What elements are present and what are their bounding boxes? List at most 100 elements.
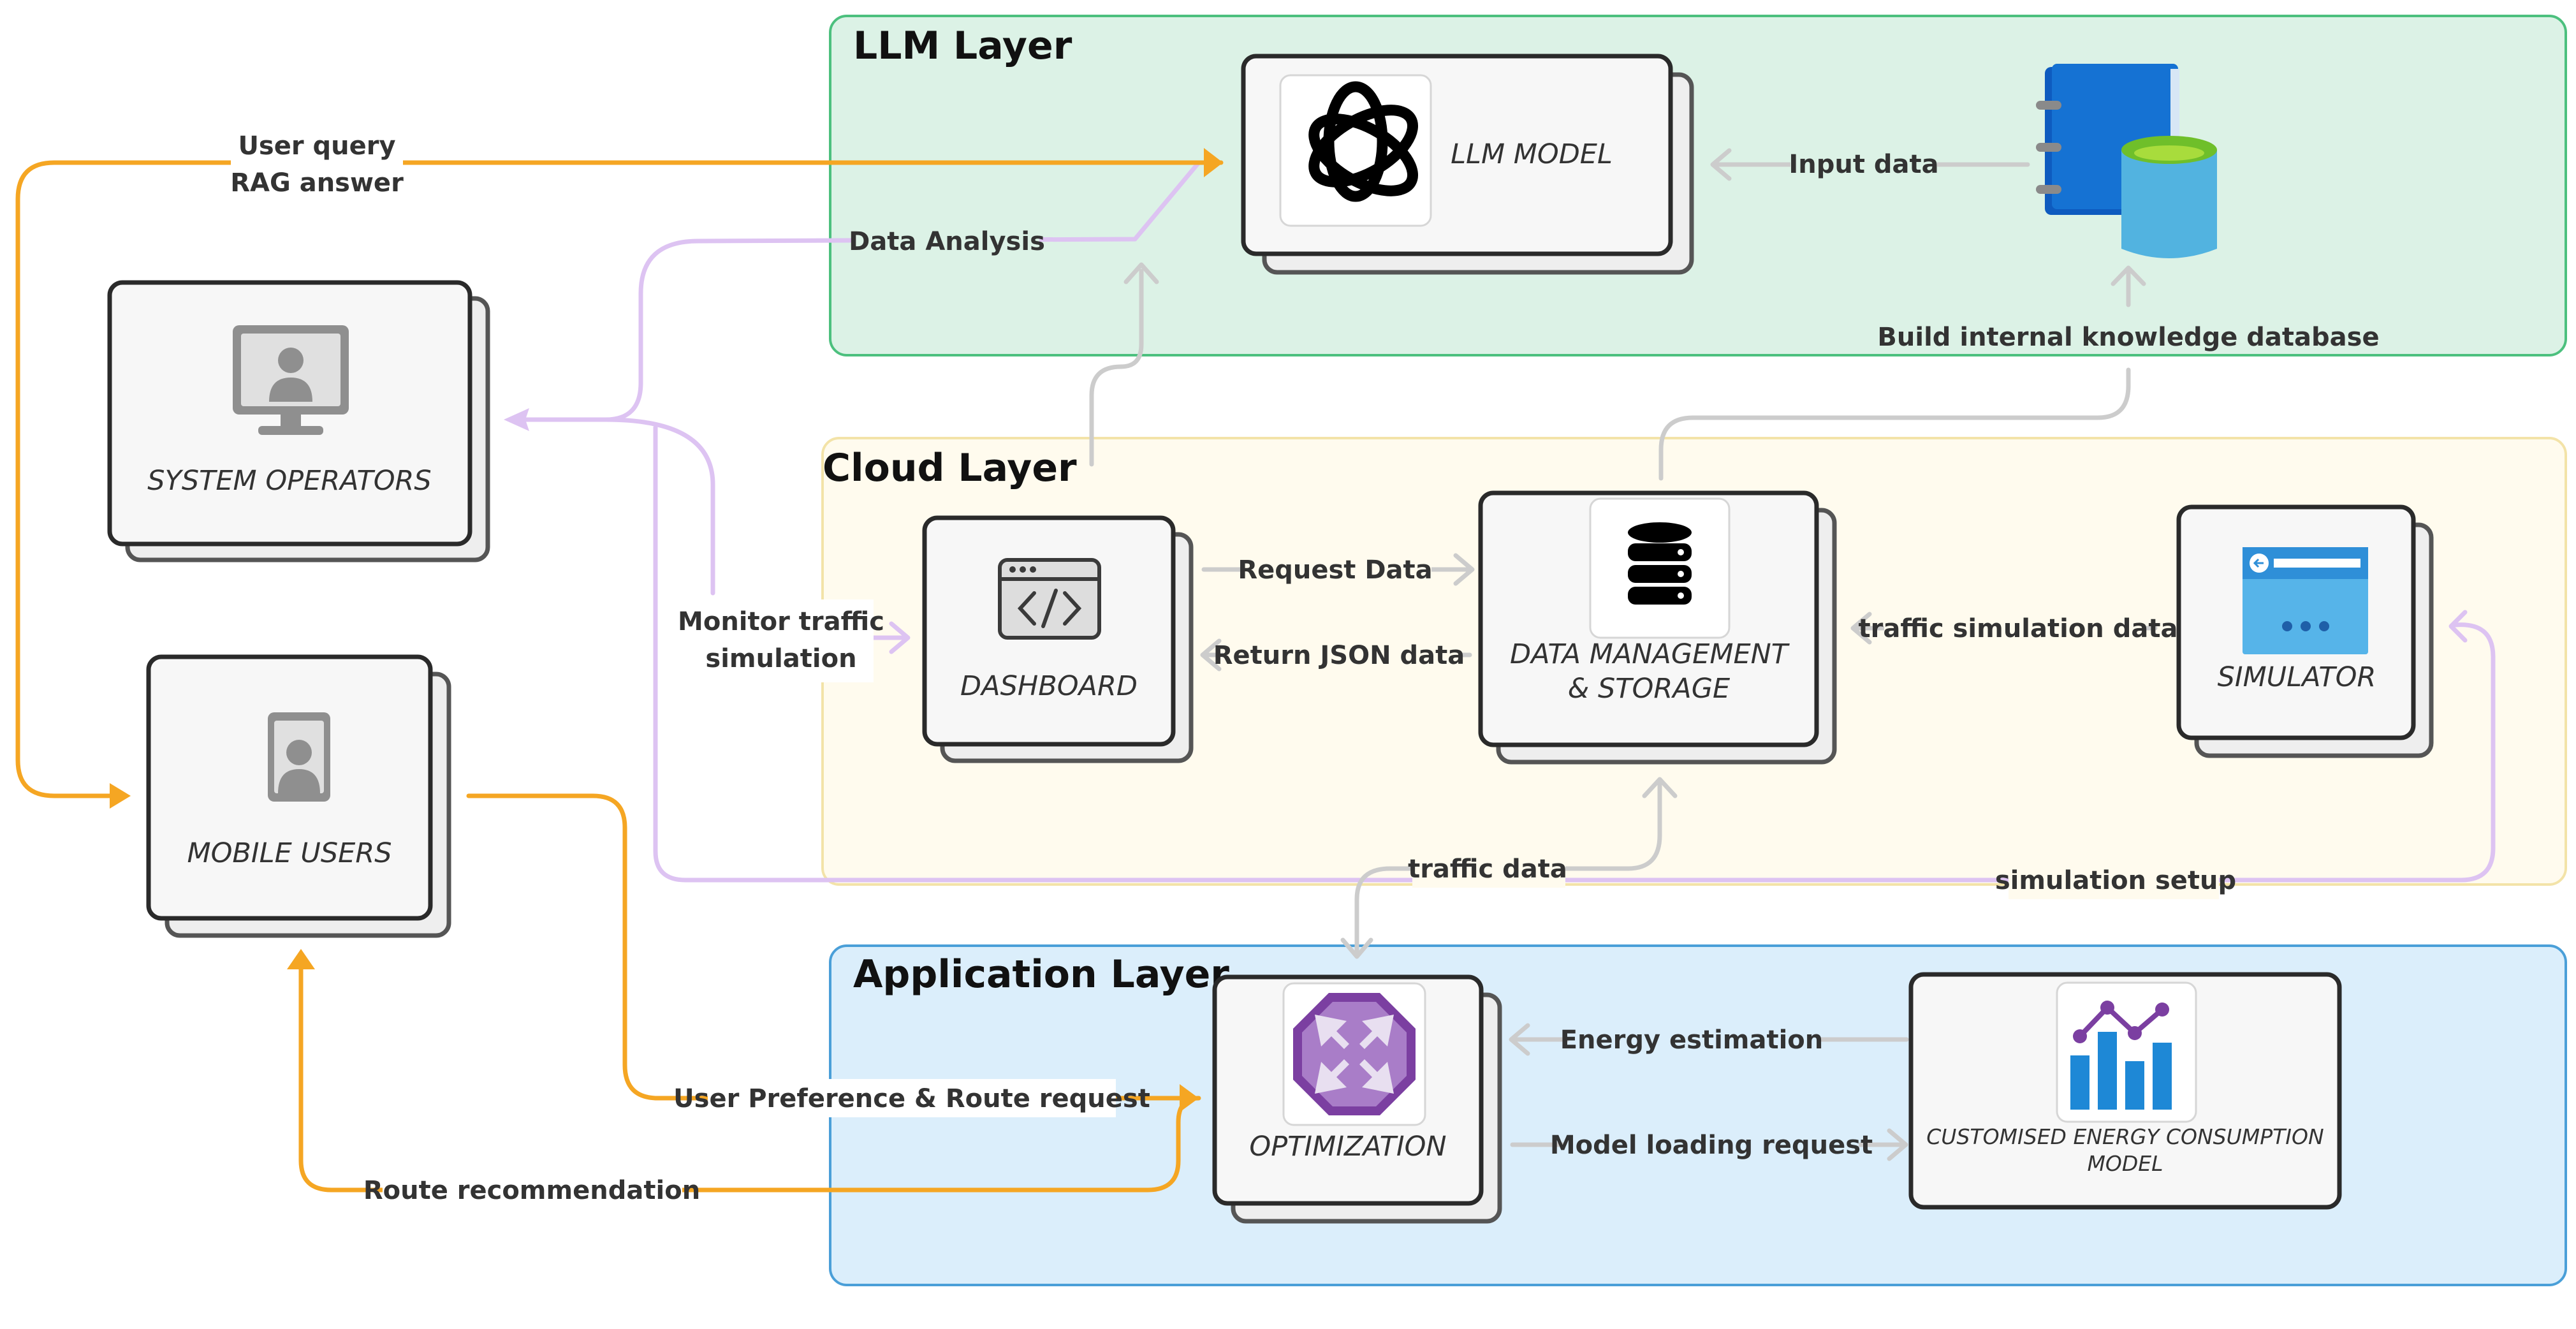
mobile-user-icon <box>268 712 330 802</box>
llm-model-label: LLM MODEL <box>1451 138 1613 170</box>
mobile-users-arrowhead <box>110 783 131 809</box>
simulator-arrowhead <box>2448 610 2468 643</box>
simulation-setup-label-bg <box>2009 861 2219 899</box>
energy-model-node[interactable]: CUSTOMISED ENERGY CONSUMPTION MODEL <box>1908 972 2342 1210</box>
cloud-layer-title: Cloud Layer <box>823 446 1077 490</box>
request-data-label-bg <box>1240 550 1431 589</box>
traffic-data-up-arrowhead <box>1642 777 1678 798</box>
energy-estimation-arrowhead <box>1509 1023 1530 1056</box>
monitor-base <box>258 426 323 435</box>
model-loading-arrowhead <box>1887 1128 1908 1161</box>
input-data-label-bg <box>1790 145 1937 184</box>
monitor-user-head <box>278 348 304 373</box>
energy-model-label-line1: CUSTOMISED ENERGY CONSUMPTION <box>1926 1124 2324 1149</box>
chart-bar-3 <box>2125 1061 2144 1110</box>
code-window-dot-1 <box>1009 566 1016 573</box>
user-query-label-bg <box>231 124 403 201</box>
route-recommendation-label-bg <box>383 1171 682 1209</box>
monitor-traffic-flow <box>603 417 715 596</box>
chart-point-3 <box>2128 1026 2142 1040</box>
build-knowledge-label: Build internal knowledge database <box>1877 323 2379 352</box>
llm-model-node[interactable]: LLM MODEL <box>1241 54 1694 275</box>
knowledge-arrowhead <box>2111 265 2146 286</box>
traffic-data-flow <box>1354 781 1662 954</box>
database-led-3 <box>1678 592 1684 599</box>
traffic-simulation-data-label-bg <box>1884 609 2146 647</box>
traffic-data-label: traffic data <box>1408 855 1567 884</box>
simulation-setup-flow <box>653 425 2496 883</box>
dashboard-label: DASHBOARD <box>960 670 1138 702</box>
request-data-label: Request Data <box>1238 555 1432 585</box>
data-management-node[interactable]: DATA MANAGEMENT & STORAGE <box>1478 490 1837 765</box>
code-window-brackets <box>1017 589 1082 628</box>
cylinder-body <box>2121 150 2217 258</box>
system-operators-arrowhead <box>504 408 529 431</box>
chart-point-1 <box>2073 1029 2087 1043</box>
code-window-icon <box>998 558 1101 640</box>
app-window-back-arrow <box>2253 558 2264 568</box>
data-management-label-line2: & STORAGE <box>1568 673 1731 705</box>
octagon-arrows-icon <box>1293 993 1416 1115</box>
monitor-traffic-label-line2: simulation <box>705 644 856 673</box>
dashboard-to-llm-flow <box>1089 268 1144 467</box>
user-preference-flow <box>466 793 1194 1101</box>
app-window-dot-3 <box>2319 621 2329 631</box>
llm-model-icon-tile <box>1279 74 1432 227</box>
mobile-users-node[interactable]: MOBILE USERS <box>146 654 451 938</box>
input-data-arrowhead <box>1710 148 1732 181</box>
bar-line-chart-icon <box>2070 1001 2172 1110</box>
energy-estimation-label: Energy estimation <box>1560 1025 1824 1055</box>
database-disk-2 <box>1628 565 1692 583</box>
user-query-label: User query <box>238 131 395 161</box>
octagon-arrows <box>1315 1015 1394 1094</box>
monitor-traffic-label-bg <box>689 599 874 682</box>
phone-user-body <box>278 769 320 793</box>
code-window-dot-2 <box>1020 566 1026 573</box>
chart-point-4 <box>2155 1002 2169 1017</box>
data-management-label-line1: DATA MANAGEMENT <box>1510 638 1790 670</box>
code-window-dot-3 <box>1030 566 1036 573</box>
simulator-node[interactable]: SIMULATOR <box>2176 504 2434 758</box>
llm-input-arrowhead <box>1204 148 1223 177</box>
return-json-label: Return JSON data <box>1213 641 1465 670</box>
system-operators-label: SYSTEM OPERATORS <box>147 465 431 497</box>
book-ring-1 <box>2036 101 2061 110</box>
user-preference-label: User Preference & Route request <box>673 1084 1150 1113</box>
input-data-label: Input data <box>1789 150 1938 179</box>
energy-estimation-label-bg <box>1569 1020 1817 1059</box>
simulator-label: SIMULATOR <box>2218 661 2376 693</box>
monitor-user-icon <box>233 325 349 435</box>
llm-layer-panel <box>829 15 2567 356</box>
system-operators-node[interactable]: SYSTEM OPERATORS <box>107 280 490 562</box>
return-json-label-bg <box>1223 636 1459 674</box>
monitor-arrowhead <box>889 621 911 654</box>
llm-layer: LLM Layer <box>829 15 2567 356</box>
user-query-flow <box>15 160 1224 798</box>
traffic-simulation-data-label: traffic simulation data <box>1859 614 2178 643</box>
book-ring-2 <box>2036 143 2061 152</box>
openai-logo-icon <box>1308 81 1419 202</box>
storage-to-knowledge-flow <box>1658 367 2131 481</box>
data-analysis-label: Data Analysis <box>849 227 1045 256</box>
monitor-user-body <box>269 378 312 402</box>
app-window-dot-2 <box>2301 621 2311 631</box>
route-recommendation-label: Route recommendation <box>363 1176 700 1205</box>
traffic-data-down-arrowhead <box>1340 937 1373 959</box>
database-top <box>1628 522 1692 543</box>
database-disk-3 <box>1628 587 1692 605</box>
database-led-2 <box>1678 571 1684 577</box>
chart-bar-1 <box>2070 1055 2089 1110</box>
dashboard-node[interactable]: DASHBOARD <box>922 515 1194 763</box>
return-json-arrowhead <box>1200 638 1222 672</box>
phone-user-head <box>286 740 312 765</box>
cylinder-top-inner <box>2134 145 2204 161</box>
mobile-users-label: MOBILE USERS <box>187 837 392 869</box>
rag-answer-label: RAG answer <box>230 168 404 198</box>
chart-bar-2 <box>2098 1032 2117 1110</box>
app-window-address-bar <box>2274 559 2360 568</box>
book-ring-3 <box>2036 185 2061 194</box>
monitor-stand <box>281 415 301 427</box>
optimization-node[interactable]: OPTIMIZATION <box>1212 974 1502 1224</box>
edge-labels: User query RAG answer Data Analysis Inpu… <box>230 124 2380 1209</box>
